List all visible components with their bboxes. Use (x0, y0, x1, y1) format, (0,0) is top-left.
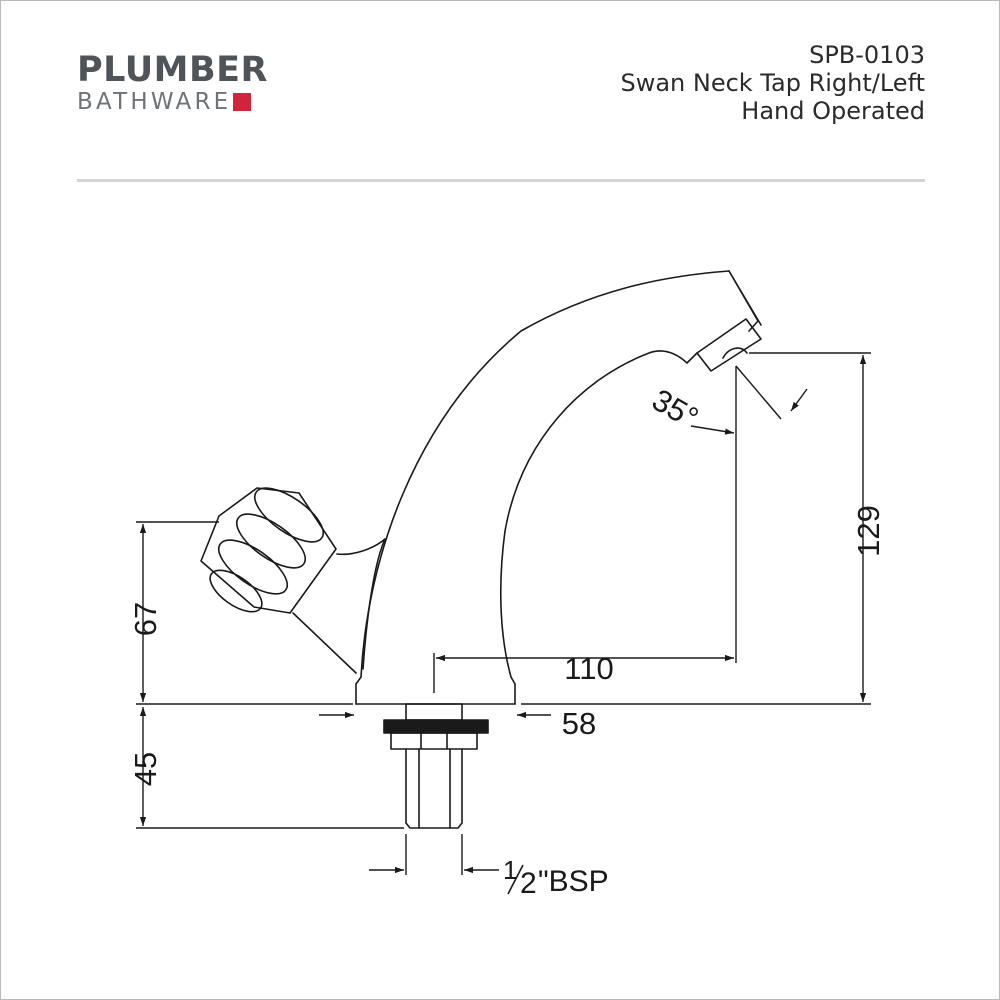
knob-groove-1 (254, 487, 324, 543)
knob-groove-3 (218, 539, 288, 595)
brand-logo: PLUMBER BATHWARE (77, 51, 268, 115)
knob-groove-4 (209, 569, 263, 613)
dim-label-67: 67 (128, 602, 163, 636)
product-name: Swan Neck Tap Right/Left (620, 69, 925, 97)
handle-hub (292, 538, 386, 674)
spout-underside (499, 350, 698, 705)
shank-nut (390, 732, 478, 750)
product-header: SPB-0103 Swan Neck Tap Right/Left Hand O… (620, 41, 925, 125)
thread-suffix: "BSP (538, 865, 609, 898)
thread-fraction-bar (507, 864, 524, 895)
thread-fraction-num: 1 (503, 855, 517, 885)
shank-washer (383, 719, 489, 734)
product-code: SPB-0103 (809, 41, 925, 69)
shank-upper (405, 703, 463, 721)
logo-line2: BATHWARE (77, 89, 232, 115)
angle-arrow-left (690, 425, 735, 435)
logo-accent-square-icon (233, 93, 252, 111)
aerator (696, 318, 762, 372)
dim-label-129: 129 (851, 505, 886, 557)
product-operation: Hand Operated (741, 97, 925, 125)
angle-arrow-right (790, 388, 808, 412)
spout-nose (728, 270, 762, 332)
handle-knob (200, 487, 337, 614)
angle-label: 35° (646, 382, 704, 436)
dim-label-45: 45 (128, 752, 163, 786)
header-divider (77, 179, 925, 182)
aerator-outlet (722, 347, 748, 359)
logo-line1: PLUMBER (77, 50, 268, 90)
tap-body-outer (355, 270, 730, 705)
dim-label-58: 58 (562, 706, 596, 741)
dim-label-110: 110 (564, 651, 613, 686)
thread-fraction-den: 2 (520, 867, 537, 900)
shank-pipe (405, 748, 463, 829)
knob-groove-2 (236, 513, 306, 569)
logo-line2-row: BATHWARE (77, 89, 268, 115)
